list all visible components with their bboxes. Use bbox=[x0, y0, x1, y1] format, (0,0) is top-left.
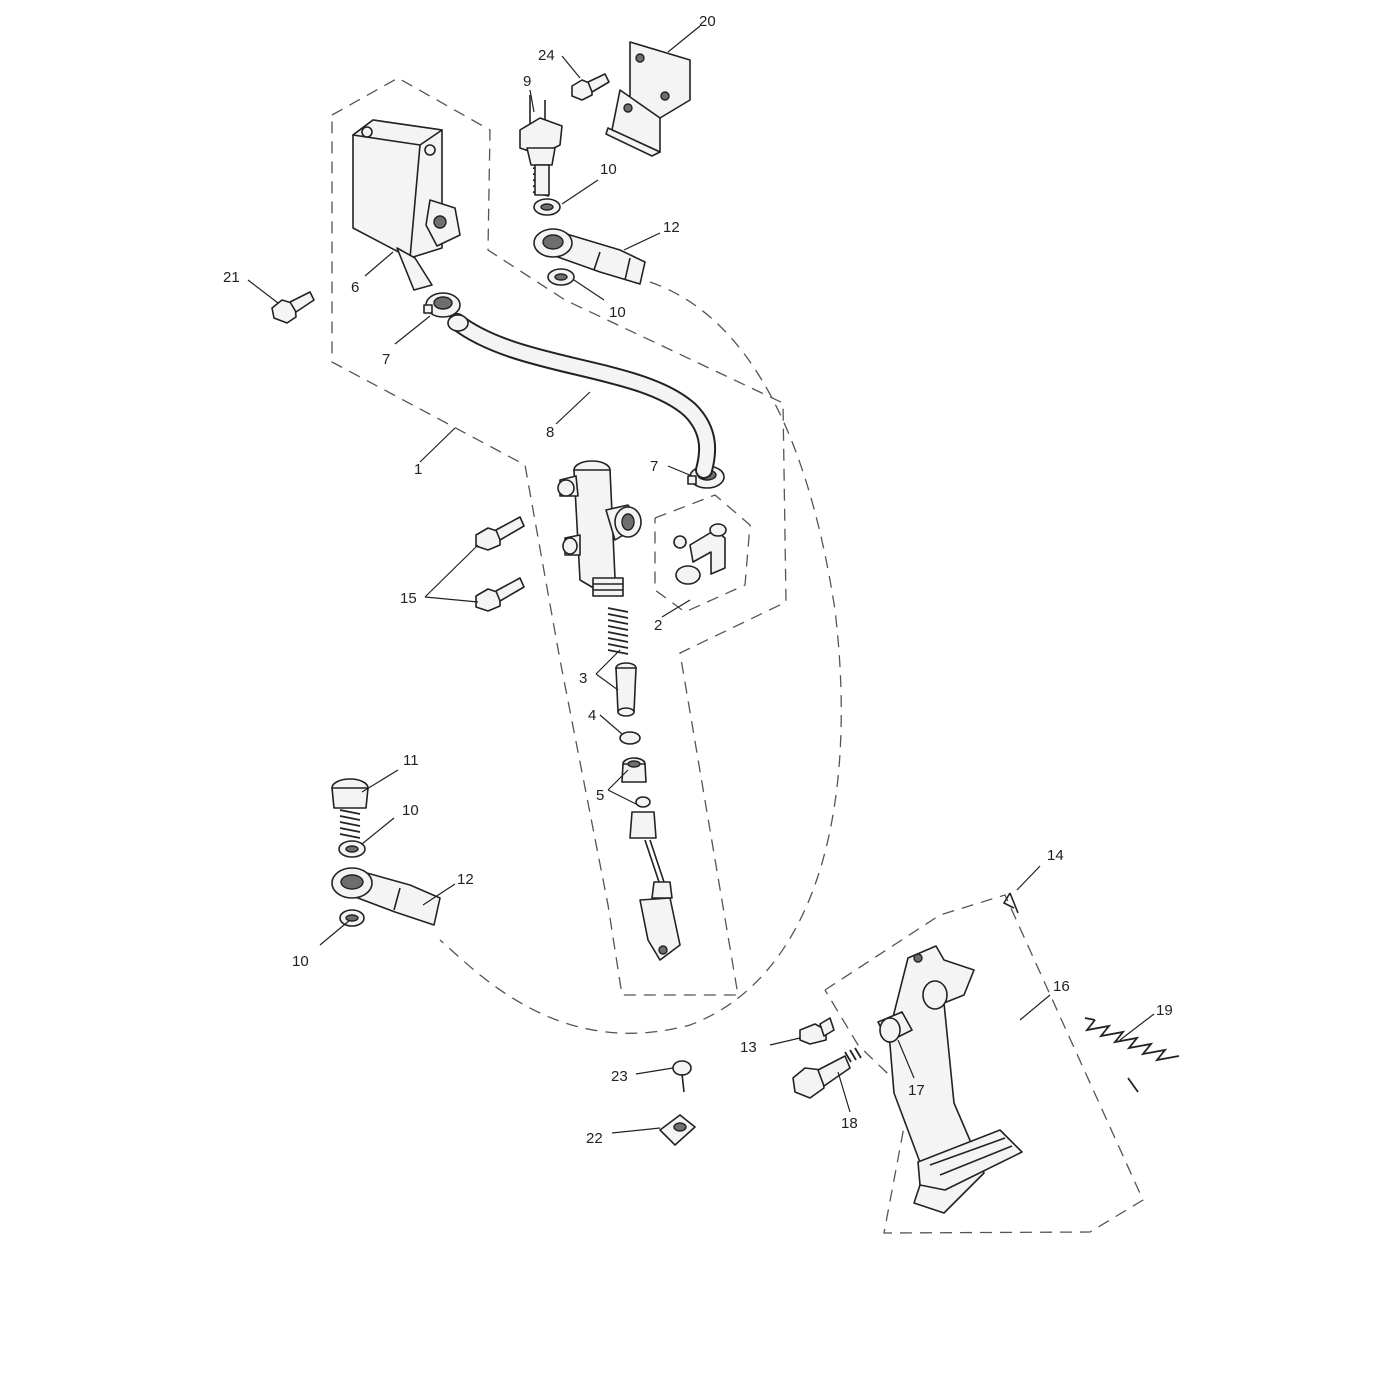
mounting-bolt-upper bbox=[475, 516, 525, 551]
leader-lines bbox=[247, 25, 1155, 1134]
assembly-1-outline bbox=[331, 77, 787, 996]
callout-1: 1 bbox=[414, 461, 422, 478]
callout-24: 24 bbox=[538, 47, 555, 64]
return-spring bbox=[1084, 1017, 1180, 1093]
piston bbox=[615, 662, 637, 717]
callout-7-top: 7 bbox=[382, 351, 390, 368]
callout-2: 2 bbox=[654, 617, 662, 634]
brake-light-switch bbox=[519, 95, 563, 197]
callout-13: 13 bbox=[740, 1039, 757, 1056]
hose-routing-outline bbox=[439, 281, 842, 1034]
callout-16: 16 bbox=[1053, 978, 1070, 995]
hose-clamp-22 bbox=[659, 1114, 696, 1146]
reservoir bbox=[352, 119, 461, 291]
callout-9: 9 bbox=[523, 73, 531, 90]
callout-22: 22 bbox=[586, 1130, 603, 1147]
screw-23 bbox=[672, 1060, 692, 1093]
pushrod-boot bbox=[621, 757, 647, 783]
callout-10-top-2: 10 bbox=[609, 304, 626, 321]
assembly-2-outline bbox=[654, 494, 751, 613]
banjo-bolt-11 bbox=[331, 778, 369, 839]
hose-clip-top bbox=[423, 292, 461, 318]
elbow-fitting bbox=[673, 523, 727, 585]
banjo-fitting-top bbox=[533, 228, 646, 285]
callout-14: 14 bbox=[1047, 847, 1064, 864]
bolt-21 bbox=[271, 291, 315, 324]
callout-12-top: 12 bbox=[663, 219, 680, 236]
callout-10-lower-1: 10 bbox=[402, 802, 419, 819]
callout-15: 15 bbox=[400, 590, 417, 607]
callout-7-bottom: 7 bbox=[650, 458, 658, 475]
assembly-16-outline bbox=[824, 894, 1144, 1234]
mounting-bracket bbox=[605, 41, 691, 157]
piston-spring bbox=[607, 607, 629, 655]
banjo-fitting-lower bbox=[331, 867, 441, 926]
callout-10-lower-2: 10 bbox=[292, 953, 309, 970]
callout-3: 3 bbox=[579, 670, 587, 687]
piston-seal bbox=[619, 731, 641, 745]
callout-21: 21 bbox=[223, 269, 240, 286]
callout-17: 17 bbox=[908, 1082, 925, 1099]
callout-5: 5 bbox=[596, 787, 604, 804]
callout-11: 11 bbox=[403, 752, 419, 769]
callout-19: 19 bbox=[1156, 1002, 1173, 1019]
callout-23: 23 bbox=[611, 1068, 628, 1085]
pivot-bush-17 bbox=[877, 1011, 913, 1043]
callout-12-lower: 12 bbox=[457, 871, 474, 888]
pivot-bolt-18 bbox=[792, 1047, 862, 1099]
mounting-bolt-lower bbox=[475, 577, 525, 612]
callout-6: 6 bbox=[351, 279, 359, 296]
brake-pedal bbox=[888, 945, 1023, 1214]
pushrod-assembly bbox=[629, 796, 681, 961]
pin-13 bbox=[799, 1017, 835, 1045]
clip-14 bbox=[1002, 892, 1019, 914]
master-cylinder-body bbox=[557, 460, 642, 597]
callout-18: 18 bbox=[841, 1115, 858, 1132]
callout-20: 20 bbox=[699, 13, 716, 30]
callout-4: 4 bbox=[588, 707, 596, 724]
callout-8: 8 bbox=[546, 424, 554, 441]
callout-10-top-1: 10 bbox=[600, 161, 617, 178]
callout-labels: 1 2 3 4 5 6 7 7 8 9 10 10 10 10 11 12 12… bbox=[223, 13, 1173, 1147]
bolt-24 bbox=[571, 73, 610, 101]
